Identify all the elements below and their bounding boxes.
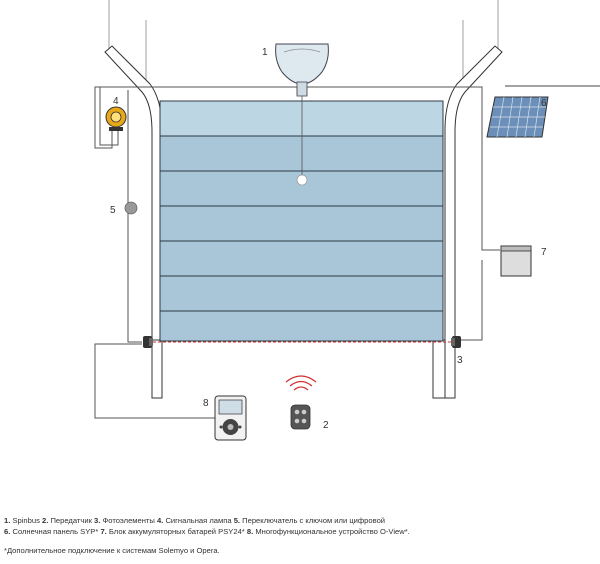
callout-6: 6 xyxy=(541,98,547,109)
legend-text: Фотоэлементы xyxy=(100,516,157,525)
callout-3: 3 xyxy=(457,355,463,366)
transmitter-icon xyxy=(290,404,311,430)
legend-num: 1. xyxy=(4,516,11,525)
garage-door xyxy=(159,100,444,342)
legend-num: 4. xyxy=(156,516,164,525)
legend-num: 8. xyxy=(246,527,254,536)
callout-4: 4 xyxy=(113,96,119,107)
callout-1: 1 xyxy=(262,47,268,58)
legend-text: Переключатель с ключом или цифровой xyxy=(240,516,386,525)
legend-line-2: 6. Солнечная панель SYP* 7. Блок аккумул… xyxy=(4,526,598,537)
photocell-right-icon xyxy=(451,336,461,348)
spinbus-motor-icon xyxy=(275,43,329,186)
legend-num: 3. xyxy=(94,516,101,525)
wiring xyxy=(94,86,500,419)
callout-2: 2 xyxy=(323,420,329,431)
legend-line-1: 1. Spinbus 2. Передатчик 3. Фотоэлементы… xyxy=(4,515,598,526)
control-unit-icon xyxy=(214,395,247,441)
legend-num: 6. xyxy=(4,527,11,536)
legend-caption: 1. Spinbus 2. Передатчик 3. Фотоэлементы… xyxy=(4,515,598,556)
key-switch-icon xyxy=(124,201,138,215)
callout-5: 5 xyxy=(110,205,116,216)
legend-text: Солнечная панель SYP* xyxy=(10,527,101,536)
callout-8: 8 xyxy=(203,398,209,409)
ceiling-hangers xyxy=(108,0,499,90)
battery-box-icon xyxy=(500,245,532,277)
callout-7: 7 xyxy=(541,247,547,258)
legend-text: Сигнальная лампа xyxy=(163,516,234,525)
right-door-post xyxy=(432,339,446,399)
legend-num: 2. xyxy=(42,516,49,525)
photocell-left-icon xyxy=(143,336,153,348)
release-knob xyxy=(296,174,308,186)
legend-text: Многофункциональное устройство O-View*. xyxy=(253,527,410,536)
legend-num: 5. xyxy=(233,516,241,525)
legend-text: Блок аккумуляторных батарей PSY24* xyxy=(106,527,247,536)
garage-door-wiring-diagram: 1 4 5 6 xyxy=(94,0,600,441)
legend-num: 7. xyxy=(100,527,107,536)
left-door-post xyxy=(151,339,163,399)
footnote: *Дополнительное подключение к системам S… xyxy=(4,546,220,555)
solar-panel-icon xyxy=(486,96,549,138)
legend-text: Передатчик xyxy=(48,516,95,525)
radio-signal-icon xyxy=(285,375,317,391)
legend-text: Spinbus xyxy=(10,516,43,525)
signal-lamp-icon xyxy=(105,106,127,131)
